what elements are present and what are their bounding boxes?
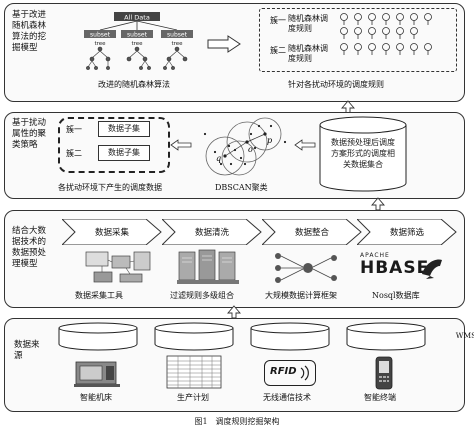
forest-icons (340, 13, 432, 55)
random-forest-diagram: All Data subset subset subset tree tree … (84, 12, 193, 70)
layer3-caption: Nosql数据库 (372, 291, 420, 300)
arrow-up-icon (227, 305, 241, 319)
layer1-left-caption: 改进的随机森林算法 (98, 80, 170, 89)
step-chevron: 数据清洗 (162, 219, 262, 245)
hbase-logo-apache: APACHE (360, 252, 390, 259)
subset-label: subset (167, 32, 188, 39)
arrow-left-icon (294, 139, 316, 151)
rules-cluster-text: 随机森林调度规则 (288, 14, 328, 33)
layer2-label: 基于扰动属性的聚类策略 (12, 118, 47, 150)
step-label: 数据筛选 (389, 228, 424, 238)
layer3-caption: 过滤规则多级组合 (170, 291, 234, 300)
dbscan-diagram: q o p (203, 117, 287, 176)
dataset-box: 数据子集 (98, 121, 150, 137)
dataset-box: 数据子集 (98, 145, 150, 161)
tree-root-label: All Data (124, 14, 150, 22)
tree-label: tree (94, 41, 106, 47)
cluster2-label: 簇二 (66, 149, 82, 158)
system-label: WMS (455, 331, 474, 340)
rules-cluster-label: 簇一 (270, 16, 286, 25)
system-cylinder: SCADA (250, 322, 384, 352)
arrow-left-icon (170, 139, 192, 151)
layer1-label: 基于改进随机森林算法的挖掘模型 (12, 10, 47, 53)
step-chevron: 数据整合 (262, 219, 362, 245)
step-label: 数据清洗 (194, 228, 229, 238)
step-label: 数据整合 (294, 228, 329, 238)
layer2-left-caption: 各扰动环境下产生的调度数据 (58, 183, 162, 192)
step-chevron: 数据筛选 (357, 219, 457, 245)
source-caption: 智能终端 (364, 393, 396, 402)
hbase-logo: APACHE HBASE (356, 252, 446, 282)
system-cylinder: WMS (346, 322, 474, 352)
source-caption: 无线通信技术 (263, 393, 311, 402)
step-chevron: 数据采集 (62, 219, 162, 245)
layer1-right-caption: 针对各扰动环境的调度规则 (288, 80, 384, 89)
cylinder-text: 数据预处理后调度方案形式的调度相关数据集合 (331, 138, 395, 169)
dataset-label: 数据子集 (108, 124, 140, 133)
computing-framework-image (275, 253, 337, 283)
dbscan-q: q (216, 154, 221, 163)
rules-cluster-label: 簇二 (270, 46, 286, 55)
system-cylinder: ERP (154, 322, 282, 352)
rules-cluster-text: 随机森林调度规则 (288, 44, 328, 63)
orca-icon (422, 259, 442, 279)
rfid-label: RFID (270, 366, 297, 377)
dbscan-p: p (267, 136, 272, 145)
layer4-label: 数据来源 (14, 340, 40, 361)
smart-terminal-icon (375, 356, 393, 390)
source-caption: 智能机床 (80, 393, 112, 402)
subset-label: subset (90, 32, 111, 39)
layer3-caption: 数据采集工具 (75, 291, 123, 300)
layer3-caption: 大规模数据计算框架 (265, 291, 337, 300)
filter-servers-image (177, 249, 239, 284)
hbase-logo-text: HBASE (360, 258, 430, 278)
arrow-up-icon (371, 197, 385, 211)
collection-tools-image (85, 251, 151, 283)
step-label: 数据采集 (94, 228, 129, 238)
production-plan-sheet-icon (166, 355, 222, 389)
cnc-machine-icon (74, 361, 120, 387)
dbscan-o: o (248, 145, 253, 154)
cluster-datasets-box (58, 117, 170, 173)
system-cylinder: MES (58, 322, 187, 352)
database-cylinder-icon (319, 116, 407, 192)
cluster1-label: 簇一 (66, 125, 82, 134)
dataset-label: 数据子集 (108, 148, 140, 157)
layer3-label: 结合大数据技术的数据预处理模型 (12, 226, 47, 269)
layer2-mid-caption: DBSCAN聚类 (215, 183, 268, 192)
rfid-icon: RFID (264, 360, 316, 386)
tree-label: tree (131, 41, 143, 47)
subset-label: subset (127, 32, 148, 39)
figure-caption: 图1 调度规则挖掘架构 (194, 417, 280, 426)
scheduling-rules-box (259, 8, 457, 72)
tree-label: tree (171, 41, 183, 47)
arrow-right-icon (207, 35, 241, 53)
source-caption: 生产计划 (177, 393, 209, 402)
